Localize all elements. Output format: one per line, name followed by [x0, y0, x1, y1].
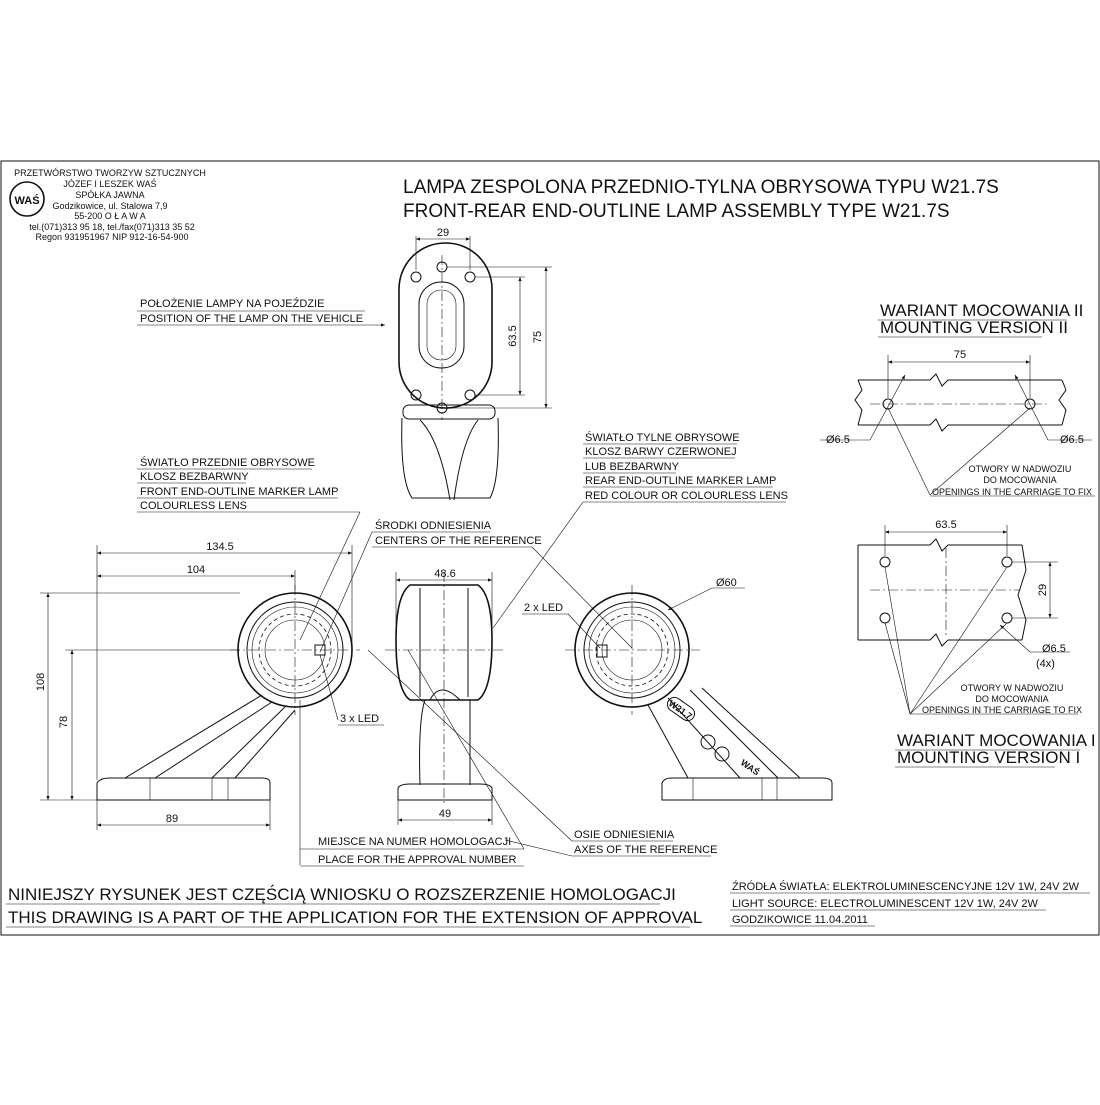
company-registration: Regon 931951967 NIP 912-16-54-900 [36, 232, 189, 242]
dim-134-5: 134.5 [206, 541, 234, 553]
label-homolog-en: PLACE FOR THE APPROVAL NUMBER [318, 854, 517, 866]
mount1-holes-pl1: OTWORY W NADWOZIU [961, 683, 1064, 693]
label-rear-lamp-en: REAR END-OUTLINE MARKER LAMP [585, 475, 776, 487]
left-side-view: 134.5 104 108 78 89 3 x LED [35, 541, 384, 830]
label-rear-lens-alt-pl: LUB BEZBARWNY [585, 461, 680, 473]
mount2-dim-75: 75 [954, 349, 966, 361]
dim-49: 49 [439, 808, 451, 820]
dim-diameter-60: Ø60 [716, 577, 737, 589]
company-street: Godzikowice, ul. Stalowa 7,9 [52, 201, 167, 211]
mount2-title-pl: WARIANT MOCOWANIA II [880, 301, 1083, 320]
footer-light-source-en: LIGHT SOURCE: ELECTROLUMINESCENT 12V 1W,… [732, 898, 1038, 910]
top-view: 29 63.5 75 [398, 227, 552, 501]
dim-108: 108 [35, 673, 47, 691]
label-position-pl: POŁOŻENIE LAMPY NA POJEŹDZIE [140, 297, 324, 310]
mount2-dim-hole-right: Ø6.5 [1060, 434, 1084, 446]
mount1-dim-63-5: 63.5 [935, 519, 956, 531]
mount2-title-en: MOUNTING VERSION II [880, 318, 1068, 337]
label-homolog-pl: MIEJSCE NA NUMER HOMOLOGACJI [318, 836, 511, 848]
mount1-holes-pl2: DO MOCOWANIA [975, 694, 1048, 704]
footer-light-source-pl: ŹRÓDŁA ŚWIATŁA: ELEKTROLUMINESCENCYJNE 1… [732, 880, 1080, 893]
mount2-holes-pl2: DO MOCOWANIA [983, 475, 1056, 485]
footer-note-pl: NINIEJSZY RYSUNEK JEST CZĘŚCIĄ WNIOSKU O… [8, 885, 676, 904]
dim-63-5-vertical: 63.5 [507, 325, 519, 346]
label-axes-pl: OSIE ODNIESIENIA [574, 829, 675, 841]
mount2-holes-pl1: OTWORY W NADWOZIU [969, 464, 1072, 474]
title-polish: LAMPA ZESPOLONA PRZEDNIO-TYLNA OBRYSOWA … [403, 177, 999, 198]
label-rear-lens-en: RED COLOUR OR COLOURLESS LENS [585, 490, 788, 502]
mount1-title-en: MOUNTING VERSION I [897, 748, 1080, 767]
label-position-en: POSITION OF THE LAMP ON THE VEHICLE [140, 313, 363, 325]
label-centers-pl: ŚRODKI ODNIESIENIA [375, 519, 492, 532]
label-axes-en: AXES OF THE REFERENCE [574, 844, 717, 856]
label-front-lamp-pl: ŚWIATŁO PRZEDNIE OBRYSOWE [140, 456, 315, 469]
dim-104: 104 [187, 564, 205, 576]
dim-48-6: 48.6 [434, 568, 455, 580]
mount1-dim-hole: Ø6.5 [1042, 643, 1066, 655]
footer-note-en: THIS DRAWING IS A PART OF THE APPLICATIO… [8, 908, 702, 927]
mount1-holes-en: OPENINGS IN THE CARRIAGE TO FIX [922, 705, 1082, 715]
right-side-view: W21.7 WAŚ Ø60 2 x LED [522, 577, 833, 801]
label-front-lamp-en: FRONT END-OUTLINE MARKER LAMP [140, 486, 338, 498]
label-rear-lamp-pl: ŚWIATŁO TYLNE OBRYSOWE [585, 431, 740, 444]
dim-89: 89 [166, 813, 178, 825]
label-2-led: 2 x LED [524, 602, 563, 614]
company-phone: tel.(071)313 95 18, tel./fax(071)313 35 … [29, 222, 195, 232]
company-name: PRZETWÓRSTWO TWORZYW SZTUCZNYCH [14, 168, 206, 178]
mount1-title-pl: WARIANT MOCOWANIA I [897, 731, 1096, 750]
stamp-w21-7: W21.7 [667, 698, 694, 721]
company-form: SPÓŁKA JAWNA [75, 190, 144, 200]
dim-78: 78 [58, 716, 70, 728]
mount1-diagram: 63.5 29 Ø6.5 (4x) [857, 519, 1070, 715]
dim-75-vertical: 75 [532, 331, 544, 343]
label-rear-lens-pl: KLOSZ BARWY CZERWONEJ [585, 446, 737, 458]
label-front-lens-pl: KLOSZ BEZBARWNY [140, 471, 249, 483]
dim-29-top: 29 [437, 227, 449, 239]
label-front-lens-en: COLOURLESS LENS [140, 500, 247, 512]
approval-stamp: W21.7 WAŚ [667, 696, 762, 778]
svg-text:WAŚ: WAŚ [14, 194, 39, 207]
company-logo: WAŚ [9, 181, 45, 217]
mount2-holes-en: OPENINGS IN THE CARRIAGE TO FIX [932, 487, 1092, 497]
title-english: FRONT-REAR END-OUTLINE LAMP ASSEMBLY TYP… [403, 201, 950, 222]
company-owners: JÓZEF I LESZEK WAŚ [63, 178, 156, 189]
stamp-was: WAŚ [739, 757, 762, 778]
mount2-diagram: 75 Ø6.5 Ø6.5 [820, 349, 1092, 496]
center-front-view: 48.6 49 [385, 568, 505, 825]
mount1-dim-29: 29 [1037, 584, 1049, 596]
sheet-border [0, 160, 1100, 936]
mount2-dim-hole-left: Ø6.5 [826, 434, 850, 446]
mount1-hole-count: (4x) [1036, 658, 1055, 670]
label-3-led: 3 x LED [340, 713, 379, 725]
label-centers-en: CENTERS OF THE REFERENCE [375, 535, 542, 547]
footer-date: GODZIKOWICE 11.04.2011 [732, 914, 868, 926]
company-city: 55-200 O Ł A W A [74, 211, 146, 221]
